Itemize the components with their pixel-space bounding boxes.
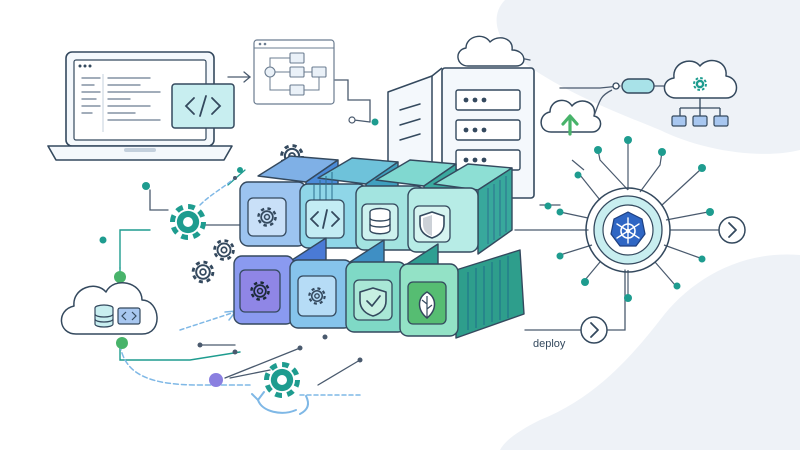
shield-icon [419,211,445,239]
kubernetes-hub [556,136,714,302]
gear-icon [191,260,215,284]
cloud-network-icon [612,59,738,127]
laptop-code-icon [47,51,235,161]
code-icon [309,209,341,229]
gear-icon [267,365,298,396]
arrow-right-circle-icon [718,216,746,244]
cycle-arrows-icon [251,391,309,415]
cloud-database-icon [60,282,158,335]
deploy-label: deploy [533,338,566,350]
connector-nodes [99,116,552,387]
database-icon [369,207,391,235]
cloud-icon [457,35,525,67]
kubernetes-helm-icon [610,211,646,247]
gear-icon [173,207,204,238]
server-blocks-cluster [233,155,525,339]
flowchart-icon [253,39,335,105]
arrow-right-circle-icon [580,316,608,344]
gear-icon [213,239,235,261]
leaf-icon [418,291,436,319]
shield-check-icon [359,287,387,317]
cloud-upload-icon [540,89,613,136]
